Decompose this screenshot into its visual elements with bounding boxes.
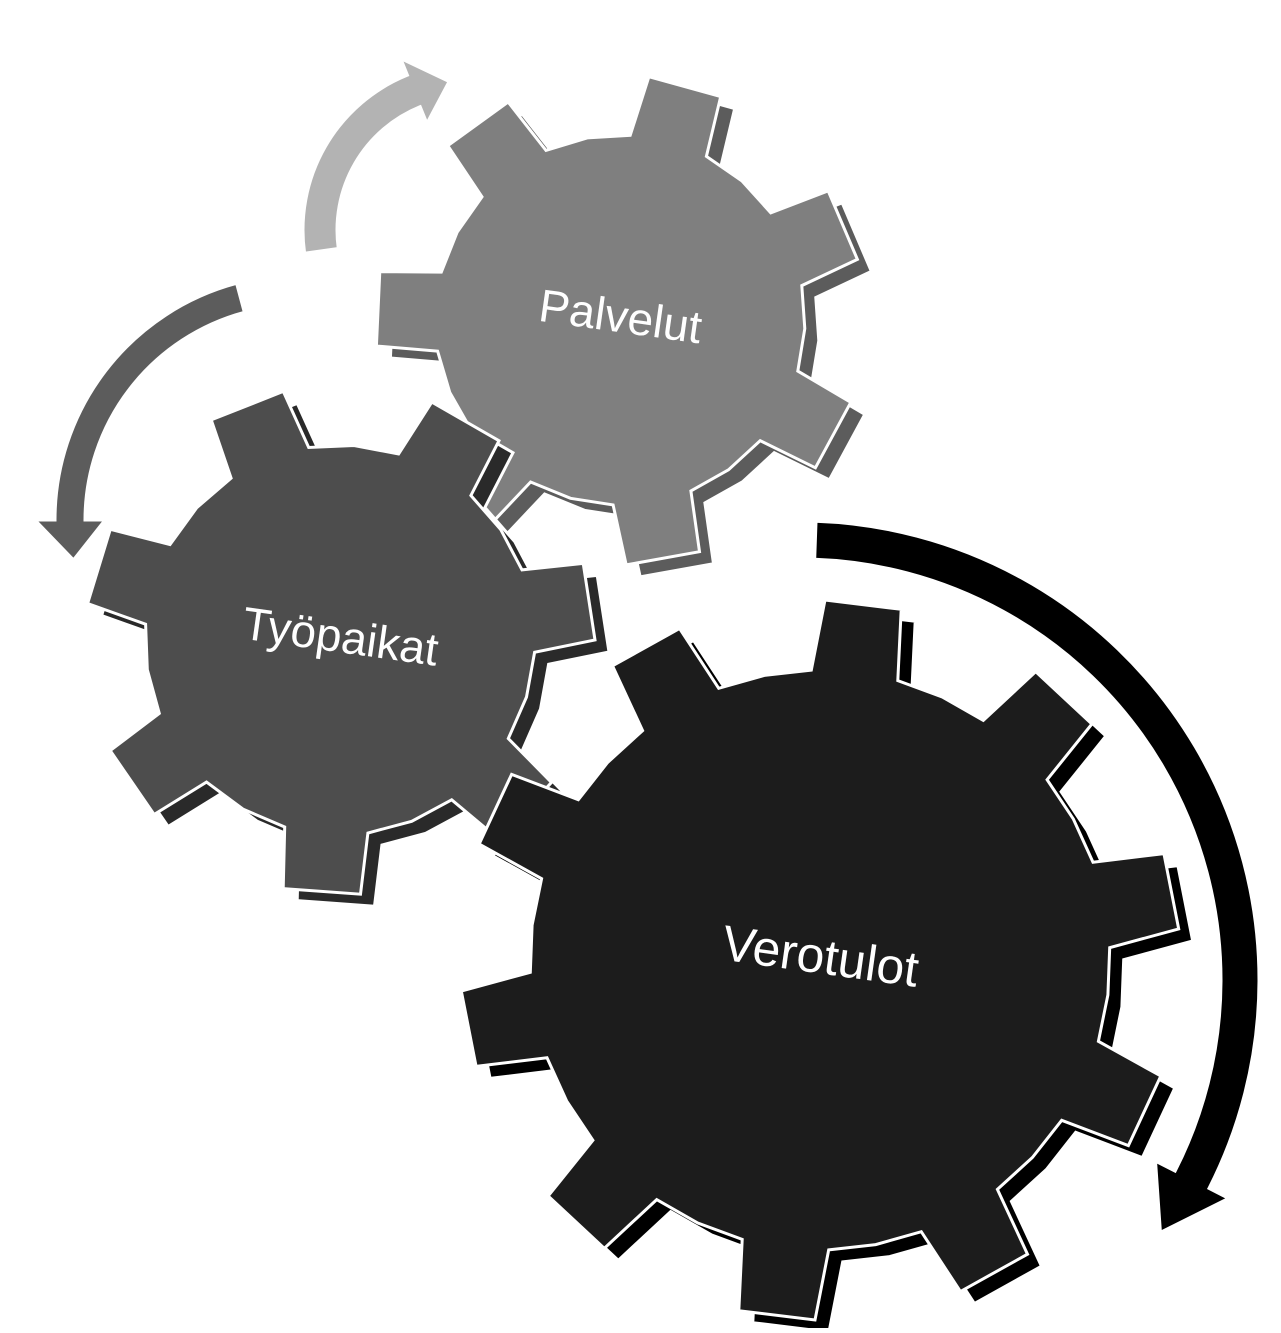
arrows-layer bbox=[31, 55, 1261, 1235]
gear-tyopaikat-face bbox=[85, 389, 597, 896]
cycle-arrow-to-tyopaikat bbox=[31, 281, 247, 563]
gear-verotulot: Verotulot bbox=[459, 598, 1195, 1333]
cycle-arrow-to-palvelut bbox=[301, 55, 452, 255]
gear-verotulot-face bbox=[459, 598, 1181, 1322]
cycle-arrow-to-verotulot bbox=[813, 519, 1261, 1235]
gear-tyopaikat: Työpaikat bbox=[85, 389, 611, 908]
